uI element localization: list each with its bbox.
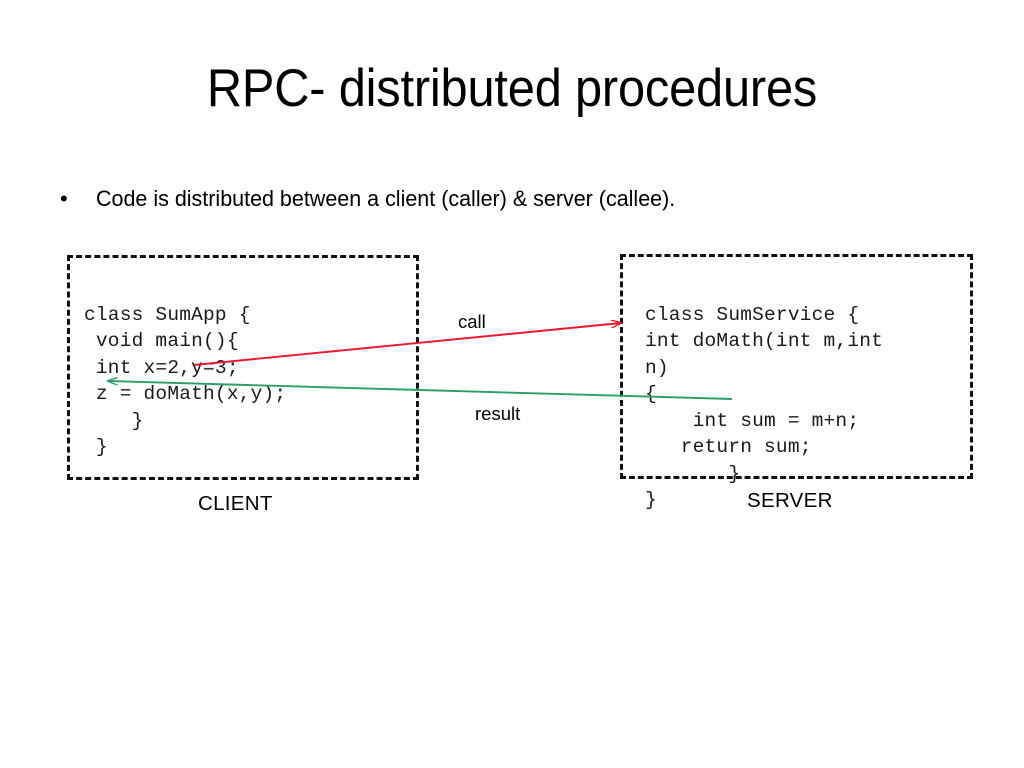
server-code-box (620, 254, 973, 479)
server-code-text: class SumService { int doMath(int m,int … (645, 303, 884, 512)
page-title: RPC- distributed procedures (206, 59, 818, 118)
bullet-marker-icon: • (60, 186, 68, 211)
client-caption-label: CLIENT (198, 492, 273, 515)
call-arrow-label: call (458, 311, 486, 332)
client-code-box (67, 255, 419, 480)
bullet-list-item: • Code is distributed between a client (… (60, 184, 960, 214)
result-arrow-label: result (475, 403, 521, 424)
bullet-text: Code is distributed between a client (ca… (96, 186, 676, 211)
server-caption-label: SERVER (747, 489, 833, 512)
client-code-text: class SumApp { void main(){ int x=2,y=3;… (84, 303, 287, 459)
